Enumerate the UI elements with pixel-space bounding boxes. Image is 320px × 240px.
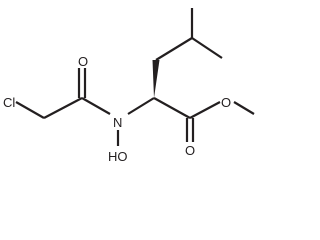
nitrogen-label: N — [113, 115, 122, 130]
bond-calpha-ester-c — [153, 97, 191, 119]
bond-ester-c-o — [189, 101, 221, 119]
bond-ch-methyl-right — [191, 37, 223, 59]
ester-oxygen-label: O — [221, 95, 231, 110]
bond-ch2-carbonyl — [43, 97, 83, 119]
chemical-structure-diagram: Cl O N HO O O — [3, 8, 255, 164]
chlorine-label: Cl — [3, 95, 15, 110]
bond-carbonyl-n — [81, 97, 111, 115]
bonds — [15, 8, 255, 146]
bond-n-calpha — [127, 97, 155, 115]
ester-carbonyl-oxygen-label: O — [185, 143, 195, 158]
hydroxyl-label: HO — [108, 149, 128, 164]
bond-cl-ch2 — [15, 101, 45, 119]
stereo-wedge-bond — [152, 60, 160, 98]
acyl-oxygen-label: O — [78, 54, 88, 69]
bond-ch2-ch — [155, 37, 193, 61]
atom-labels: Cl O N HO O O — [3, 54, 231, 164]
bond-o-methyl — [233, 101, 255, 115]
